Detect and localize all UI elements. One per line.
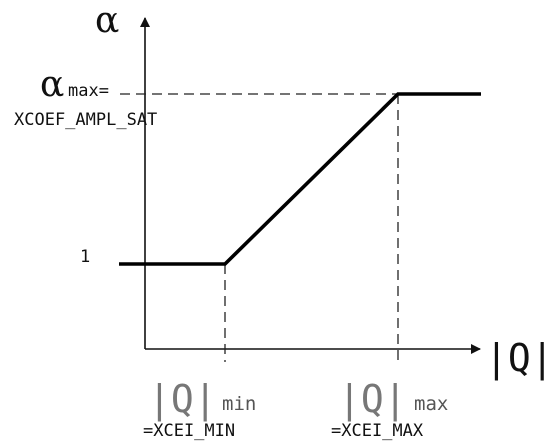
q-min-subscript: min [222, 393, 256, 415]
alpha-max-name: XCOEF_AMPL_SAT [14, 110, 157, 130]
saturation-curve [119, 92, 481, 266]
level-one-label: 1 [80, 247, 90, 267]
q-min-name: =XCEI_MIN [143, 421, 235, 441]
q-max-name: =XCEI_MAX [331, 421, 424, 441]
alpha-max-symbol: α [40, 64, 64, 105]
alpha-max-subscript: max= [68, 81, 109, 101]
q-min-symbol: |Q| [148, 377, 217, 422]
x-axis-label: |Q| [485, 336, 549, 381]
y-axis-label: α [95, 0, 119, 41]
q-max-symbol: |Q| [338, 377, 407, 422]
q-max-subscript: max [414, 393, 448, 415]
